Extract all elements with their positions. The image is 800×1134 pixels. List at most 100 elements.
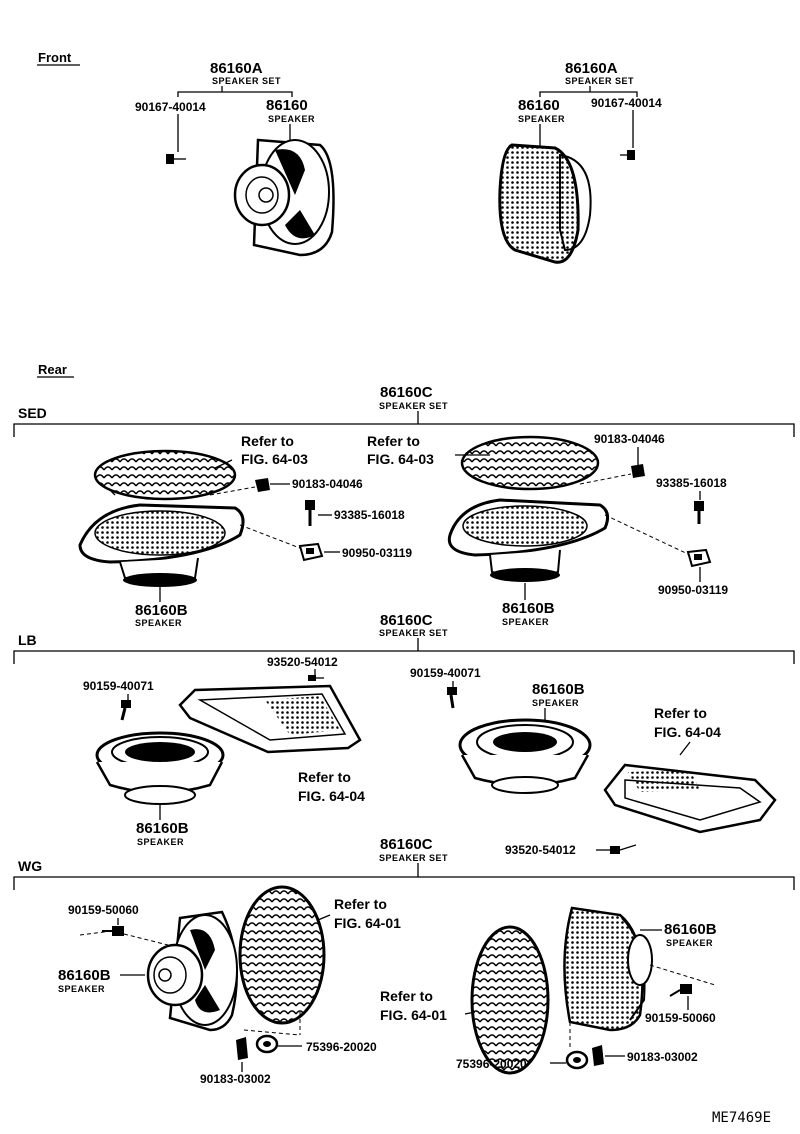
sed-left-speaker-number: 86160B <box>135 602 188 619</box>
front-left-speaker-label: SPEAKER <box>268 114 315 124</box>
front-left-screw-part: 90167-40014 <box>135 100 206 114</box>
lb-set-number: 86160C <box>380 612 433 629</box>
lb-right-refer-1: Refer to <box>654 705 707 721</box>
grille-icon <box>470 925 550 1075</box>
sed-bracket <box>13 423 795 437</box>
bolt-icon <box>669 984 692 997</box>
screw-icon <box>620 150 635 160</box>
bolt-icon <box>120 700 131 721</box>
sed-right-bolt: 93385-16018 <box>656 476 727 490</box>
lb-right-speaker-number: 86160B <box>532 681 585 698</box>
sed-left-refer-2: FIG. 64-03 <box>241 451 308 467</box>
sed-left-nut: 90183-04046 <box>292 477 363 491</box>
speaker-icon <box>233 138 335 257</box>
sed-right-speaker-label: SPEAKER <box>502 617 549 627</box>
nut-icon <box>592 1045 604 1066</box>
sed-right-refer-1: Refer to <box>367 433 420 449</box>
wg-right-nut: 90183-03002 <box>627 1050 698 1064</box>
sed-right-clip: 90950-03119 <box>658 583 728 597</box>
sed-left-bolt: 93385-16018 <box>334 508 405 522</box>
rear-header: Rear <box>38 362 67 377</box>
wg-right-refer-2: FIG. 64-01 <box>380 1007 447 1023</box>
bolt-icon <box>694 501 704 524</box>
front-left-group: 86160A SPEAKER SET 90167-40014 86160 SPE… <box>135 60 335 257</box>
sed-left-clip: 90950-03119 <box>342 546 412 560</box>
wg-right-refer-1: Refer to <box>380 988 433 1004</box>
cover-panel-icon <box>178 684 362 754</box>
front-right-screw-part: 90167-40014 <box>591 96 662 110</box>
lb-left-speaker-number: 86160B <box>136 820 189 837</box>
front-left-speaker-number: 86160 <box>266 97 308 114</box>
screw-icon <box>610 844 637 854</box>
grille-icon <box>460 435 600 491</box>
grille-icon <box>238 885 326 1025</box>
lb-bracket <box>13 650 795 664</box>
bolt-icon <box>447 687 457 709</box>
clip-icon <box>298 542 324 562</box>
speaker-icon <box>146 910 238 1032</box>
wg-left-speaker-label: SPEAKER <box>58 984 105 994</box>
front-left-set-number: 86160A <box>210 60 263 77</box>
wg-left-speaker-number: 86160B <box>58 967 111 984</box>
sed-right-speaker-number: 86160B <box>502 600 555 617</box>
sed-set-label: SPEAKER SET <box>379 401 448 411</box>
wg-left-nut: 90183-03002 <box>200 1072 271 1086</box>
front-right-speaker-number: 86160 <box>518 97 560 114</box>
nut-icon <box>236 1037 248 1060</box>
front-right-set-number: 86160A <box>565 60 618 77</box>
speaker-icon <box>95 731 225 805</box>
sed-right-nut: 90183-04046 <box>594 432 665 446</box>
sed-left-group: Refer to FIG. 64-03 90183-04046 93385-16… <box>78 433 412 628</box>
lb-right-bolt: 90159-40071 <box>410 666 481 680</box>
screw-icon <box>166 154 186 164</box>
wg-left-bolt: 90159-50060 <box>68 903 139 917</box>
wg-left-refer-2: FIG. 64-01 <box>334 915 401 931</box>
front-header: Front <box>38 50 72 65</box>
speaker-icon <box>447 498 610 582</box>
wg-right-speaker-number: 86160B <box>664 921 717 938</box>
speaker-icon <box>78 503 245 587</box>
bolt-icon <box>305 500 315 526</box>
lb-left-bolt: 90159-40071 <box>83 679 154 693</box>
lb-left-refer-2: FIG. 64-04 <box>298 788 365 804</box>
wg-left-refer-1: Refer to <box>334 896 387 912</box>
spacer-icon <box>565 1050 589 1070</box>
lb-left-speaker-label: SPEAKER <box>137 837 184 847</box>
sed-right-group: Refer to FIG. 64-03 90183-04046 93385-16… <box>367 432 728 627</box>
wg-set-number: 86160C <box>380 836 433 853</box>
speaker-grille-icon <box>498 143 592 264</box>
lb-label: LB <box>18 632 37 648</box>
clip-icon <box>686 548 712 568</box>
wg-set-label: SPEAKER SET <box>379 853 448 863</box>
wg-right-speaker-label: SPEAKER <box>666 938 713 948</box>
sed-set-number: 86160C <box>380 384 433 401</box>
speaker-icon <box>458 718 592 794</box>
screw-icon <box>308 675 324 681</box>
lb-right-refer-2: FIG. 64-04 <box>654 724 721 740</box>
wg-left-spacer: 75396-20020 <box>306 1040 377 1054</box>
sed-left-speaker-label: SPEAKER <box>135 618 182 628</box>
cover-panel-icon <box>603 763 777 834</box>
lb-screw-bottom: 93520-54012 <box>505 843 576 857</box>
lb-left-group: 93520-54012 90159-40071 Refer to FIG. 64… <box>83 655 365 847</box>
speaker-icon <box>563 906 653 1032</box>
wg-bracket <box>13 876 795 890</box>
lb-right-speaker-label: SPEAKER <box>532 698 579 708</box>
wg-left-group: 90159-50060 86160B SPEAKER Refer to FIG.… <box>58 885 401 1086</box>
drawing-code: ME7469E <box>712 1110 771 1126</box>
sed-label: SED <box>18 405 47 421</box>
sed-right-refer-2: FIG. 64-03 <box>367 451 434 467</box>
grille-icon <box>93 449 237 501</box>
spacer-icon <box>255 1034 279 1054</box>
front-right-set-label: SPEAKER SET <box>565 76 634 86</box>
lb-screw-top: 93520-54012 <box>267 655 338 669</box>
nut-icon <box>631 464 645 478</box>
wg-right-bolt: 90159-50060 <box>645 1011 716 1025</box>
bolt-icon <box>102 926 124 936</box>
lb-left-refer-1: Refer to <box>298 769 351 785</box>
wg-right-spacer: 75396-20020 <box>456 1057 527 1071</box>
wg-right-group: Refer to FIG. 64-01 86160B SPEAKER 90159… <box>380 906 717 1075</box>
lb-set-label: SPEAKER SET <box>379 628 448 638</box>
lb-right-group: 90159-40071 86160B SPEAKER Refer to FIG.… <box>410 666 777 857</box>
